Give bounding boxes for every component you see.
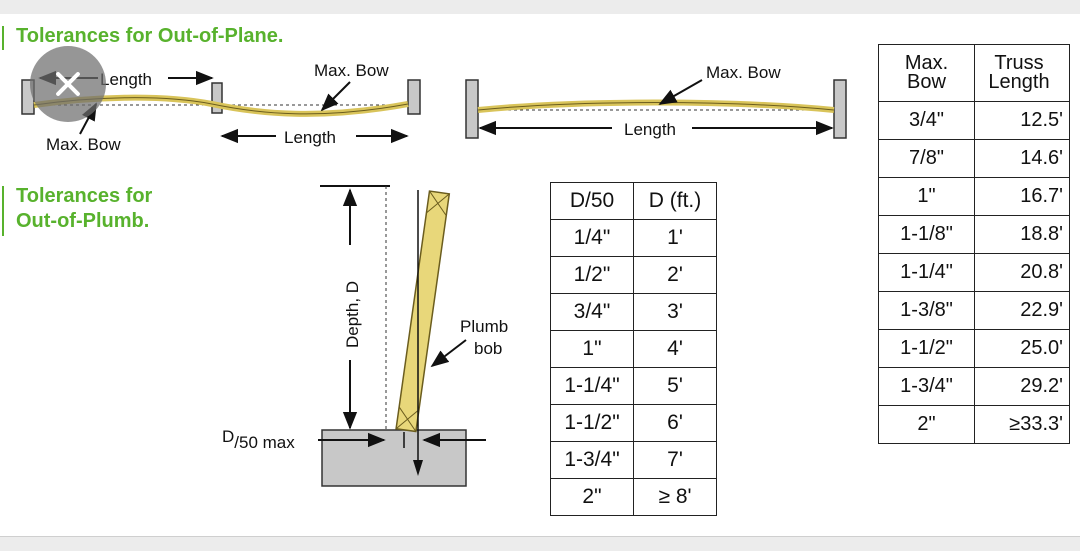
plumb-bob-pointer: [430, 339, 467, 368]
plumb-bob-label: Plumb: [460, 317, 508, 336]
table-cell: 18.8': [974, 215, 1070, 254]
length-label: Length: [624, 120, 676, 139]
column-header: D/50: [550, 182, 634, 220]
table-cell: 12.5': [974, 101, 1070, 140]
column-header: Max. Bow: [904, 52, 949, 93]
table-row: 1-1/4"5': [550, 367, 717, 405]
leaning-truss: [395, 190, 451, 433]
table-cell: ≥ 8': [633, 478, 717, 516]
table-row: 7/8"14.6': [878, 139, 1070, 178]
table-cell: 22.9': [974, 291, 1070, 330]
table-header-row: Max. Bow Truss Length: [878, 44, 1070, 102]
bottom-bar: [0, 536, 1080, 551]
out-of-plane-heading: Tolerances for Out-of-Plane.: [16, 25, 284, 47]
table-row: 2"≥ 8': [550, 478, 717, 516]
table-cell: 1': [633, 219, 717, 257]
d50-label-sub: /50 max: [234, 433, 295, 452]
table-cell: 1-1/4": [878, 253, 975, 292]
support-post-right: [407, 79, 421, 115]
table-cell: 1-3/4": [550, 441, 634, 479]
d50-label: D/50 max: [222, 427, 295, 452]
table-cell: 3/4": [878, 101, 975, 140]
table-cell: 1/4": [550, 219, 634, 257]
table-cell: 7/8": [878, 139, 975, 178]
table-row: 1-1/2"6': [550, 404, 717, 442]
top-bar: [0, 0, 1080, 14]
table-row: 1/4"1': [550, 219, 717, 257]
bowed-truss-edge: [477, 102, 835, 111]
table-cell: 1-1/4": [550, 367, 634, 405]
plumb-tolerance-table: D/50 D (ft.) 1/4"1' 1/2"2' 3/4"3' 1"4' 1…: [550, 182, 717, 516]
d50-label-main: D: [222, 427, 234, 446]
plumb-bob: [413, 460, 423, 476]
table-row: 3/4"3': [550, 293, 717, 331]
table-cell: 1-3/4": [878, 367, 975, 406]
table-cell: 16.7': [974, 177, 1070, 216]
close-icon[interactable]: [30, 46, 106, 122]
max-bow-label-left: Max. Bow: [46, 135, 121, 154]
table-cell: 5': [633, 367, 717, 405]
table-cell: 4': [633, 330, 717, 368]
table-cell: 29.2': [974, 367, 1070, 406]
table-cell: 2": [550, 478, 634, 516]
max-bow-pointer: [658, 79, 703, 105]
column-header: Truss Length: [988, 52, 1050, 93]
support-post-left: [465, 79, 479, 139]
table-cell: 1-1/2": [550, 404, 634, 442]
table-row: 1-1/8"18.8': [878, 215, 1070, 254]
plumb-bob-label: bob: [474, 339, 502, 358]
table-cell: 7': [633, 441, 717, 479]
table-cell: 25.0': [974, 329, 1070, 368]
table-header-row: D/50 D (ft.): [550, 182, 717, 220]
table-cell: 1-1/8": [878, 215, 975, 254]
length-label-top: Length: [100, 70, 152, 89]
table-row: 1/2"2': [550, 256, 717, 294]
table-cell: 1-1/2": [878, 329, 975, 368]
table-cell: 1/2": [550, 256, 634, 294]
table-cell: ≥33.3': [974, 405, 1070, 444]
plumb-diagram: Depth, D Plumb bob D/50 max: [222, 185, 508, 487]
table-cell: 1": [550, 330, 634, 368]
depth-label: Depth, D: [343, 281, 362, 348]
column-header: D (ft.): [633, 182, 717, 220]
table-cell: 2": [878, 405, 975, 444]
table-row: 3/4"12.5': [878, 101, 1070, 140]
base-block: [321, 429, 467, 487]
plane-diagram-right: Max. Bow Length: [465, 63, 847, 139]
table-row: 1-3/4"7': [550, 441, 717, 479]
table-row: 1-3/8"22.9': [878, 291, 1070, 330]
table-row: 1-1/4"20.8': [878, 253, 1070, 292]
out-of-plumb-heading: Tolerances for Out-of-Plumb.: [16, 185, 153, 232]
table-cell: 3/4": [550, 293, 634, 331]
table-cell: 14.6': [974, 139, 1070, 178]
table-row: 1"4': [550, 330, 717, 368]
table-row: 1"16.7': [878, 177, 1070, 216]
table-row: 1-3/4"29.2': [878, 367, 1070, 406]
heading-marker: [2, 186, 4, 236]
table-cell: 1": [878, 177, 975, 216]
table-row: 1-1/2"25.0': [878, 329, 1070, 368]
table-row: 2"≥33.3': [878, 405, 1070, 444]
support-post-middle: [211, 82, 223, 114]
support-post-right: [833, 79, 847, 139]
max-bow-label-top: Max. Bow: [314, 61, 389, 80]
max-bow-label: Max. Bow: [706, 63, 781, 82]
table-cell: 3': [633, 293, 717, 331]
table-cell: 20.8': [974, 253, 1070, 292]
table-cell: 1-3/8": [878, 291, 975, 330]
heading-marker: [2, 26, 4, 50]
table-cell: 6': [633, 404, 717, 442]
max-bow-pointer: [320, 81, 351, 112]
length-label-bottom: Length: [284, 128, 336, 147]
truss-tolerance-table: Max. Bow Truss Length 3/4"12.5' 7/8"14.6…: [878, 44, 1070, 444]
table-cell: 2': [633, 256, 717, 294]
